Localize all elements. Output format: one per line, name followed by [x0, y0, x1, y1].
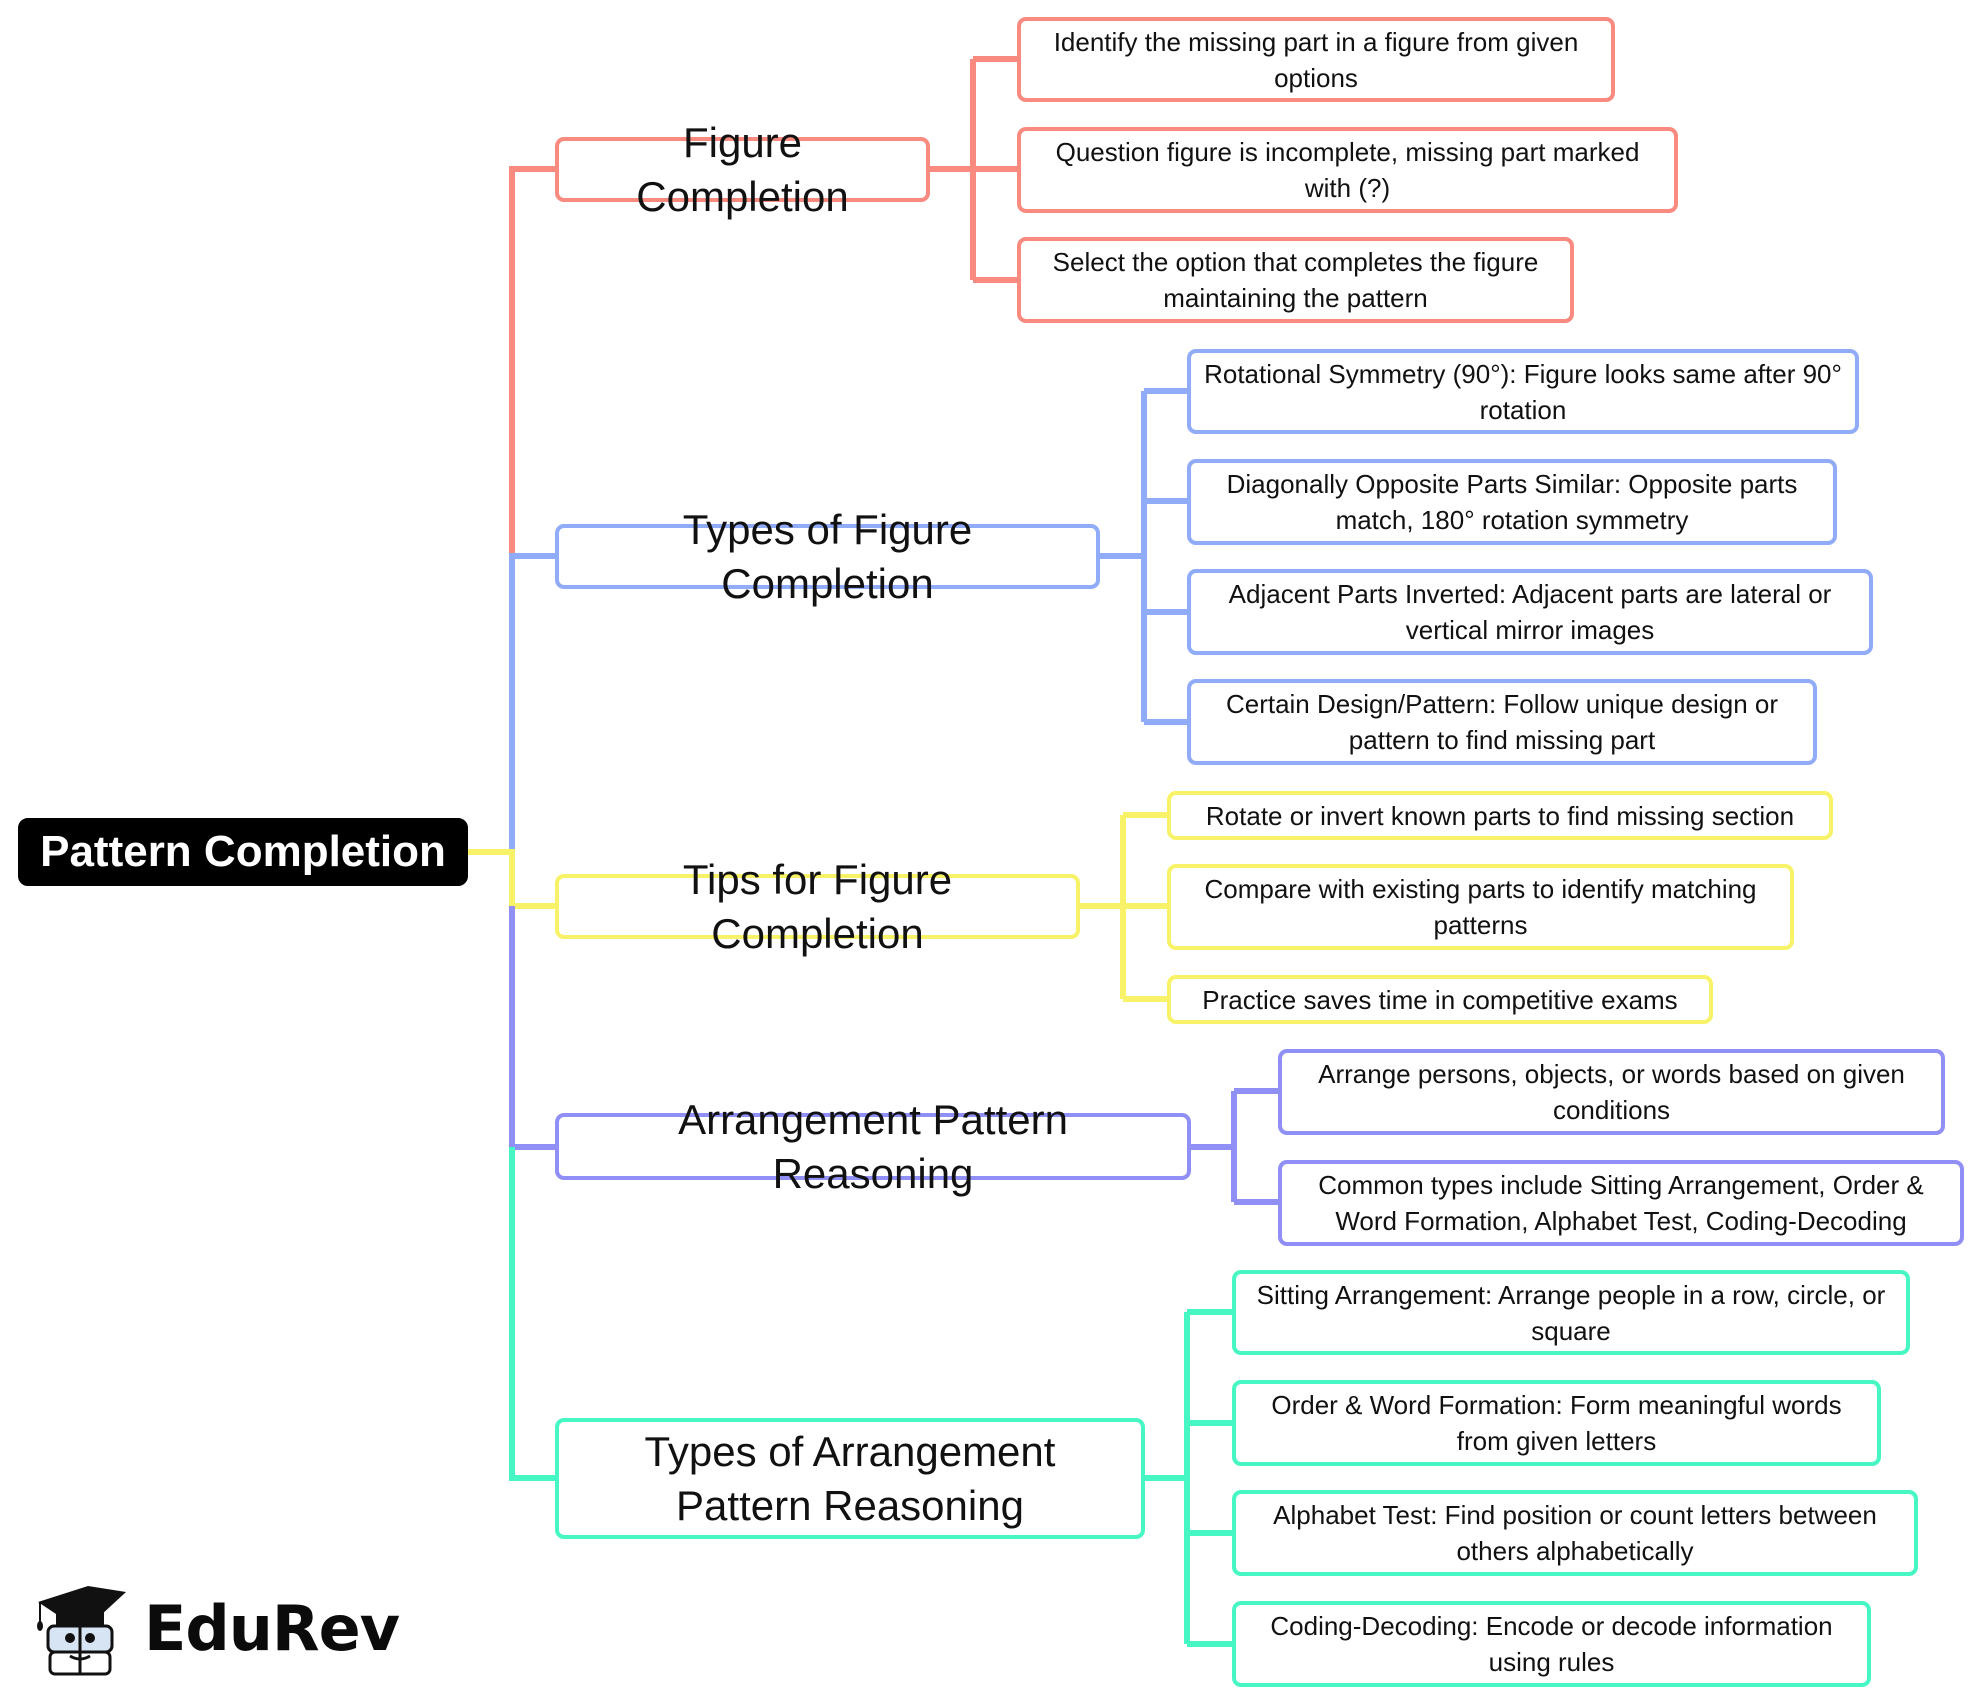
types-figure-connectors — [1100, 388, 1187, 725]
leaf-node: Order & Word Formation: Form meaningful … — [1232, 1380, 1881, 1466]
branch-label: Figure Completion — [636, 118, 849, 220]
leaf-text: Adjacent Parts Inverted: Adjacent parts … — [1228, 579, 1832, 645]
logo-text: EduRev — [144, 1591, 400, 1665]
arrangement-connectors — [1191, 1088, 1278, 1205]
leaf-text: Rotational Symmetry (90°): Figure looks … — [1204, 358, 1842, 425]
leaf-text: Diagonally Opposite Parts Similar: Oppos… — [1226, 469, 1798, 535]
leaf-text: Alphabet Test: Find position or count le… — [1273, 1500, 1877, 1566]
leaf-text: Select the option that completes the fig… — [1052, 247, 1539, 313]
leaf-text: Compare with existing parts to identify … — [1204, 874, 1757, 940]
branch-tips-for-figure-completion: Tips for Figure Completion — [555, 856, 1080, 957]
trunk-red — [509, 166, 555, 852]
branch-label: Arrangement Pattern Reasoning — [678, 1095, 1068, 1197]
leaf-node: Adjacent Parts Inverted: Adjacent parts … — [1187, 569, 1873, 655]
root-node: Pattern Completion — [18, 818, 468, 886]
branch-arrangement-pattern-reasoning: Arrangement Pattern Reasoning — [555, 1096, 1191, 1197]
trunk-yellow — [468, 849, 555, 909]
leaf-text: Common types include Sitting Arrangement… — [1318, 1170, 1924, 1236]
leaf-text: Question figure is incomplete, missing p… — [1055, 137, 1640, 203]
leaf-node: Question figure is incomplete, missing p… — [1017, 127, 1678, 213]
trunk-green — [509, 1147, 555, 1481]
branch-label: Types of Arrangement Pattern Reasoning — [644, 1427, 1056, 1529]
branch-types-of-figure-completion: Types of Figure Completion — [555, 506, 1100, 607]
leaf-text: Rotate or invert known parts to find mis… — [1205, 800, 1795, 831]
types-arrangement-connectors — [1145, 1309, 1232, 1647]
leaf-node: Arrange persons, objects, or words based… — [1278, 1049, 1945, 1135]
leaf-node: Diagonally Opposite Parts Similar: Oppos… — [1187, 459, 1837, 545]
branch-label: Types of Figure Completion — [682, 505, 973, 607]
leaf-text: Practice saves time in competitive exams — [1202, 984, 1678, 1015]
figure-completion-connectors — [930, 56, 1017, 283]
root-label: Pattern Completion — [40, 827, 446, 876]
leaf-text: Certain Design/Pattern: Follow unique de… — [1225, 689, 1779, 755]
leaf-node: Certain Design/Pattern: Follow unique de… — [1187, 679, 1817, 765]
leaf-node: Identify the missing part in a figure fr… — [1017, 17, 1615, 102]
trunk-purple — [509, 906, 555, 1150]
leaf-text: Coding-Decoding: Encode or decode inform… — [1270, 1611, 1833, 1677]
branch-types-of-arrangement-pattern-reasoning: Types of Arrangement Pattern Reasoning — [555, 1418, 1145, 1539]
leaf-node: Compare with existing parts to identify … — [1167, 864, 1794, 950]
leaf-text: Arrange persons, objects, or words based… — [1318, 1059, 1905, 1125]
tips-connectors — [1080, 812, 1167, 1002]
graduate-mascot-icon — [37, 1586, 126, 1676]
leaf-node: Select the option that completes the fig… — [1017, 237, 1574, 323]
leaf-text: Sitting Arrangement: Arrange people in a… — [1256, 1279, 1886, 1346]
branch-figure-completion: Figure Completion — [555, 119, 930, 220]
leaf-node: Coding-Decoding: Encode or decode inform… — [1232, 1601, 1871, 1687]
edurev-logo: EduRev — [30, 1580, 400, 1676]
leaf-text: Identify the missing part in a figure fr… — [1053, 26, 1579, 93]
leaf-node: Sitting Arrangement: Arrange people in a… — [1232, 1270, 1910, 1355]
leaf-node: Rotational Symmetry (90°): Figure looks … — [1187, 349, 1859, 434]
leaf-text: Order & Word Formation: Form meaningful … — [1271, 1390, 1842, 1456]
leaf-node: Rotate or invert known parts to find mis… — [1167, 791, 1833, 840]
leaf-node: Alphabet Test: Find position or count le… — [1232, 1490, 1918, 1576]
leaf-node: Practice saves time in competitive exams — [1167, 975, 1713, 1024]
trunk-blue — [509, 553, 555, 852]
leaf-node: Common types include Sitting Arrangement… — [1278, 1160, 1964, 1246]
branch-label: Tips for Figure Completion — [682, 855, 953, 957]
